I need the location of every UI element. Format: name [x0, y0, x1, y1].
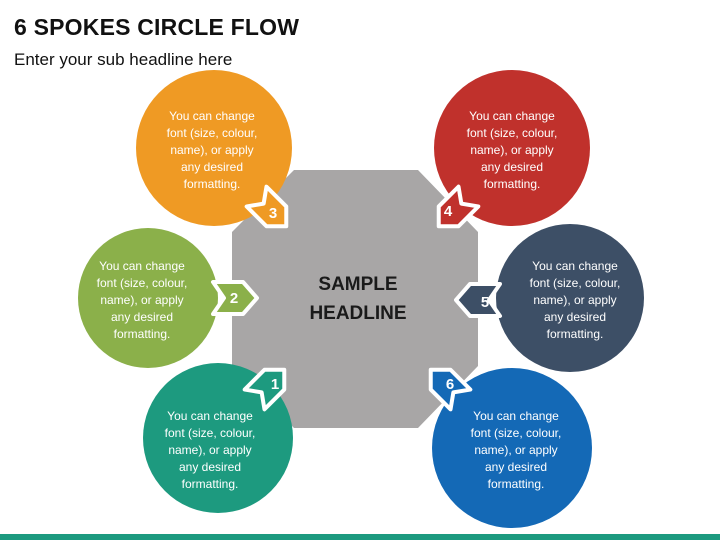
spoke-number-5: 5: [481, 294, 489, 311]
spoke-text-5-line4: any desired: [544, 310, 606, 324]
spoke-text-2-line2: font (size, colour,: [97, 276, 188, 290]
spoke-circle-1: [143, 363, 293, 513]
spoke-text-4-line2: font (size, colour,: [467, 126, 558, 140]
spoke-number-2: 2: [230, 290, 238, 307]
hub-shape: [232, 170, 478, 428]
spoke-text-4-line5: formatting.: [484, 177, 541, 191]
spoke-text-6-line2: font (size, colour,: [471, 426, 562, 440]
spoke-badge-4: [436, 184, 481, 229]
spoke-text-3-line2: font (size, colour,: [167, 126, 258, 140]
spoke-number-4: 4: [444, 203, 453, 220]
spoke-text-2-line1: You can change: [99, 259, 185, 273]
spoke-text-6-line3: name), or apply: [474, 443, 557, 457]
spoke-text-6-line4: any desired: [485, 460, 547, 474]
spoke-text-6-line1: You can change: [473, 409, 559, 423]
spoke-text-1-line3: name), or apply: [168, 443, 251, 457]
spoke-number-3: 3: [269, 205, 277, 222]
spoke-badge-5: [454, 282, 502, 318]
spoke-text-4-line1: You can change: [469, 109, 555, 123]
spoke-text-1-line2: font (size, colour,: [165, 426, 256, 440]
spoke-text-3-line4: any desired: [181, 160, 243, 174]
spoke-text-1-line1: You can change: [167, 409, 253, 423]
spoke-circle-3: [136, 70, 292, 226]
hub-headline-line1: SAMPLE: [318, 274, 397, 295]
spoke-badge-6: [428, 367, 473, 412]
spoke-text-5-line5: formatting.: [547, 327, 604, 341]
spoke-text-4-line4: any desired: [481, 160, 543, 174]
spoke-text-2-line4: any desired: [111, 310, 173, 324]
spoke-circle-2: [78, 228, 218, 368]
spoke-badge-3: [244, 184, 289, 229]
spoke-text-1-line5: formatting.: [182, 477, 239, 491]
page-title: 6 SPOKES CIRCLE FLOW: [14, 14, 300, 40]
spoke-badge-1: [242, 367, 287, 412]
spoke-circle-5: [496, 224, 644, 372]
spoke-badge-2: [211, 280, 259, 316]
spoke-circle-6: [432, 368, 592, 528]
spoke-text-5-line3: name), or apply: [533, 293, 616, 307]
hub-headline-line2: HEADLINE: [309, 303, 406, 324]
spoke-circle-4: [434, 70, 590, 226]
spoke-text-5-line1: You can change: [532, 259, 618, 273]
spoke-text-3-line5: formatting.: [184, 177, 241, 191]
spoke-text-5-line2: font (size, colour,: [530, 276, 621, 290]
footer-bar: [0, 534, 720, 540]
spoke-text-3-line3: name), or apply: [170, 143, 253, 157]
spoke-text-1-line4: any desired: [179, 460, 241, 474]
spoke-text-4-line3: name), or apply: [470, 143, 553, 157]
spoke-text-2-line5: formatting.: [114, 327, 171, 341]
page-subtitle: Enter your sub headline here: [14, 50, 233, 69]
spoke-text-3-line1: You can change: [169, 109, 255, 123]
spoke-number-6: 6: [446, 376, 454, 393]
spoke-text-2-line3: name), or apply: [100, 293, 183, 307]
spoke-text-6-line5: formatting.: [488, 477, 545, 491]
spoke-number-1: 1: [271, 376, 279, 393]
